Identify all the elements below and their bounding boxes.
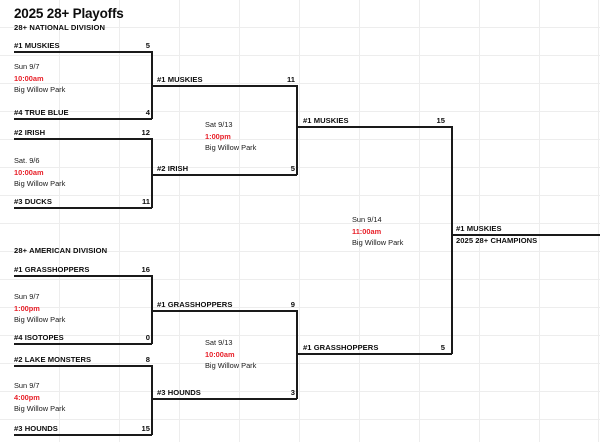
- team-score: 8: [145, 355, 150, 364]
- american-division-label: 28+ AMERICAN DIVISION: [14, 246, 108, 255]
- team-score: 4: [145, 108, 150, 117]
- game-date: Sun 9/7: [14, 62, 40, 71]
- bracket-line: [14, 118, 152, 120]
- bracket-line: [14, 275, 152, 277]
- bracket-line: [152, 85, 297, 87]
- team-score: 16: [141, 265, 150, 274]
- team-name: #2 IRISH: [157, 164, 189, 173]
- bracket-line: [14, 343, 152, 345]
- team-name: #1 GRASSHOPPERS: [157, 300, 233, 309]
- bracket-line: [152, 398, 297, 400]
- bracket-line: [14, 207, 152, 209]
- team-score: 15: [436, 116, 445, 125]
- game-info: Sat 9/13 10:00am Big Willow Park: [205, 337, 256, 372]
- champion-team: #1 MUSKIES: [456, 224, 502, 233]
- game-info: Sat 9/13 1:00pm Big Willow Park: [205, 119, 256, 154]
- team-name: #2 IRISH: [14, 128, 46, 137]
- game-date: Sat 9/13: [205, 120, 233, 129]
- team-score: 5: [145, 41, 150, 50]
- team-name: #1 GRASSHOPPERS: [14, 265, 90, 274]
- bracket-line: [14, 138, 152, 140]
- game-time: 4:00pm: [14, 392, 40, 402]
- game-time: 10:00am: [14, 73, 44, 83]
- game-venue: Big Willow Park: [14, 85, 66, 94]
- champion-label: 2025 28+ CHAMPIONS: [456, 236, 538, 245]
- bracket-line: [14, 365, 152, 367]
- bracket-connector: [151, 138, 153, 208]
- bracket-line: [297, 126, 452, 128]
- team-score: 5: [440, 343, 445, 352]
- team-name: #4 TRUE BLUE: [14, 108, 69, 117]
- bracket-line: [14, 51, 152, 53]
- team-name: #3 HOUNDS: [14, 424, 58, 433]
- game-date: Sun 9/14: [352, 215, 382, 224]
- game-info: Sat. 9/6 10:00am Big Willow Park: [14, 155, 65, 190]
- bracket-line: [452, 234, 600, 236]
- game-date: Sun 9/7: [14, 292, 40, 301]
- team-score: 11: [141, 197, 150, 206]
- team-name: #1 MUSKIES: [14, 41, 60, 50]
- bracket-connector: [151, 51, 153, 119]
- game-time: 1:00pm: [205, 131, 231, 141]
- bracket-line: [297, 353, 452, 355]
- game-venue: Big Willow Park: [14, 315, 66, 324]
- bracket-line: [14, 434, 152, 436]
- game-date: Sat. 9/6: [14, 156, 40, 165]
- page-title: 2025 28+ Playoffs: [14, 6, 124, 21]
- bracket-line: [152, 310, 297, 312]
- game-time: 10:00am: [205, 349, 235, 359]
- bracket-line: [152, 174, 297, 176]
- team-name: #1 MUSKIES: [157, 75, 203, 84]
- team-score: 11: [286, 75, 295, 84]
- bracket-connector: [451, 126, 453, 354]
- team-score: 0: [145, 333, 150, 342]
- team-score: 3: [290, 388, 295, 397]
- team-score: 15: [141, 424, 150, 433]
- bracket-connector: [296, 85, 298, 175]
- game-time: 1:00pm: [14, 303, 40, 313]
- game-venue: Big Willow Park: [14, 179, 66, 188]
- game-time: 10:00am: [14, 167, 44, 177]
- team-name: #1 MUSKIES: [303, 116, 349, 125]
- team-score: 9: [290, 300, 295, 309]
- game-date: Sun 9/7: [14, 381, 40, 390]
- team-score: 12: [141, 128, 150, 137]
- team-name: #4 ISOTOPES: [14, 333, 64, 342]
- team-name: #2 LAKE MONSTERS: [14, 355, 92, 364]
- bracket-connector: [151, 275, 153, 344]
- national-division-label: 28+ NATIONAL DIVISION: [14, 23, 106, 32]
- game-venue: Big Willow Park: [205, 143, 257, 152]
- game-date: Sat 9/13: [205, 338, 233, 347]
- game-info: Sun 9/7 1:00pm Big Willow Park: [14, 291, 65, 326]
- game-info: Sun 9/14 11:00am Big Willow Park: [352, 214, 403, 249]
- bracket-connector: [296, 310, 298, 399]
- team-score: 5: [290, 164, 295, 173]
- team-name: #1 GRASSHOPPERS: [303, 343, 379, 352]
- game-time: 11:00am: [352, 226, 382, 236]
- team-name: #3 DUCKS: [14, 197, 52, 206]
- team-name: #3 HOUNDS: [157, 388, 201, 397]
- game-venue: Big Willow Park: [352, 238, 404, 247]
- bracket-connector: [151, 365, 153, 435]
- game-venue: Big Willow Park: [14, 404, 66, 413]
- game-info: Sun 9/7 10:00am Big Willow Park: [14, 61, 65, 96]
- game-venue: Big Willow Park: [205, 361, 257, 370]
- game-info: Sun 9/7 4:00pm Big Willow Park: [14, 380, 65, 415]
